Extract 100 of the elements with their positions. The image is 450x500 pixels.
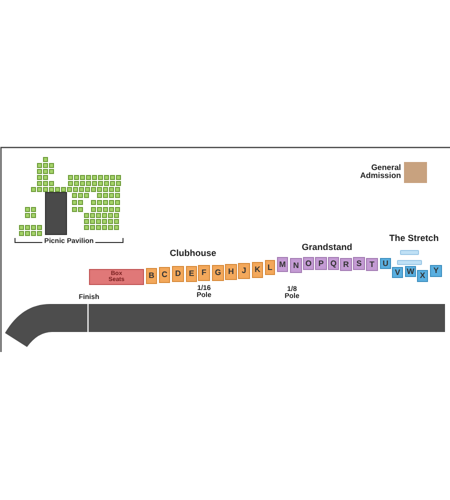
- picnic-table-tile: [114, 213, 119, 218]
- picnic-table-tile: [116, 175, 121, 180]
- picnic-table-tile: [98, 181, 103, 186]
- picnic-table-tile: [86, 175, 91, 180]
- seating-section: V: [392, 267, 403, 278]
- seating-section: P: [315, 257, 327, 270]
- picnic-table-tile: [84, 193, 89, 198]
- section-group-label: Grandstand: [302, 243, 352, 252]
- picnic-table-tile: [102, 213, 107, 218]
- picnic-table-tile: [67, 187, 72, 192]
- picnic-table-tile: [31, 187, 36, 192]
- picnic-table-tile: [115, 193, 120, 198]
- picnic-table-tile: [25, 225, 30, 230]
- seating-section: L: [265, 260, 275, 275]
- picnic-table-tile: [37, 175, 42, 180]
- seating-section: F: [198, 265, 210, 281]
- building-block: [45, 192, 67, 235]
- picnic-table-tile: [92, 181, 97, 186]
- picnic-table-tile: [86, 181, 91, 186]
- legend-label: General Admission: [359, 164, 401, 181]
- picnic-table-tile: [109, 200, 114, 205]
- picnic-table-tile: [73, 187, 78, 192]
- picnic-table-tile: [91, 207, 96, 212]
- picnic-table-tile: [115, 207, 120, 212]
- picnic-table-tile: [31, 207, 36, 212]
- picnic-table-tile: [102, 219, 107, 224]
- picnic-table-tile: [108, 213, 113, 218]
- picnic-table-tile: [97, 200, 102, 205]
- picnic-table-tile: [37, 231, 42, 236]
- picnic-table-tile: [25, 213, 30, 218]
- picnic-table-tile: [84, 213, 89, 218]
- picnic-table-tile: [31, 225, 36, 230]
- picnic-table-tile: [97, 193, 102, 198]
- seating-section: R: [340, 258, 352, 271]
- picnic-table-tile: [43, 187, 48, 192]
- picnic-table-tile: [114, 219, 119, 224]
- seating-section: U: [380, 258, 391, 269]
- picnic-table-tile: [84, 219, 89, 224]
- seating-section: M: [277, 257, 288, 272]
- seating-section: D: [172, 266, 184, 282]
- picnic-table-tile: [84, 225, 89, 230]
- picnic-table-tile: [90, 219, 95, 224]
- picnic-table-tile: [31, 213, 36, 218]
- seating-section: S: [353, 257, 365, 270]
- section-group-label: The Stretch: [389, 234, 439, 244]
- picnic-table-tile: [19, 225, 24, 230]
- picnic-table-tile: [49, 187, 54, 192]
- picnic-table-tile: [90, 225, 95, 230]
- section-group-label: Clubhouse: [170, 249, 216, 258]
- picnic-table-tile: [55, 187, 60, 192]
- picnic-table-tile: [115, 187, 120, 192]
- seating-section: N: [290, 258, 302, 273]
- picnic-table-tile: [72, 207, 77, 212]
- seating-section: Y: [430, 265, 442, 277]
- picnic-table-tile: [37, 169, 42, 174]
- picnic-table-tile: [49, 169, 54, 174]
- seating-section: E: [186, 266, 197, 282]
- picnic-table-tile: [85, 187, 90, 192]
- picnic-table-tile: [37, 163, 42, 168]
- picnic-table-tile: [25, 231, 30, 236]
- picnic-table-tile: [31, 231, 36, 236]
- picnic-table-tile: [80, 175, 85, 180]
- picnic-table-tile: [104, 181, 109, 186]
- picnic-table-tile: [43, 163, 48, 168]
- picnic-table-tile: [108, 219, 113, 224]
- picnic-table-tile: [43, 181, 48, 186]
- picnic-table-tile: [49, 163, 54, 168]
- picnic-table-tile: [103, 207, 108, 212]
- picnic-table-tile: [109, 207, 114, 212]
- picnic-table-tile: [91, 187, 96, 192]
- picnic-table-tile: [43, 169, 48, 174]
- picnic-table-tile: [37, 225, 42, 230]
- picnic-table-tile: [108, 225, 113, 230]
- picnic-table-tile: [61, 187, 66, 192]
- info-bar: [400, 250, 419, 255]
- picnic-table-tile: [78, 207, 83, 212]
- picnic-table-tile: [104, 175, 109, 180]
- picnic-table-tile: [68, 175, 73, 180]
- picnic-table-tile: [19, 231, 24, 236]
- picnic-table-tile: [102, 225, 107, 230]
- seating-section: K: [252, 262, 263, 278]
- picnic-table-tile: [110, 181, 115, 186]
- seating-section: J: [238, 263, 250, 279]
- picnic-table-tile: [25, 207, 30, 212]
- picnic-table-tile: [97, 207, 102, 212]
- picnic-table-tile: [37, 181, 42, 186]
- picnic-table-tile: [74, 175, 79, 180]
- picnic-table-tile: [80, 181, 85, 186]
- seating-section: Q: [328, 257, 339, 270]
- picnic-table-tile: [96, 219, 101, 224]
- seating-section: G: [212, 265, 224, 281]
- picnic-table-tile: [116, 181, 121, 186]
- picnic-table-tile: [78, 193, 83, 198]
- picnic-table-tile: [96, 213, 101, 218]
- picnic-table-tile: [91, 200, 96, 205]
- picnic-table-tile: [79, 187, 84, 192]
- picnic-table-tile: [74, 181, 79, 186]
- picnic-table-tile: [98, 175, 103, 180]
- picnic-table-tile: [37, 187, 42, 192]
- picnic-table-tile: [96, 225, 101, 230]
